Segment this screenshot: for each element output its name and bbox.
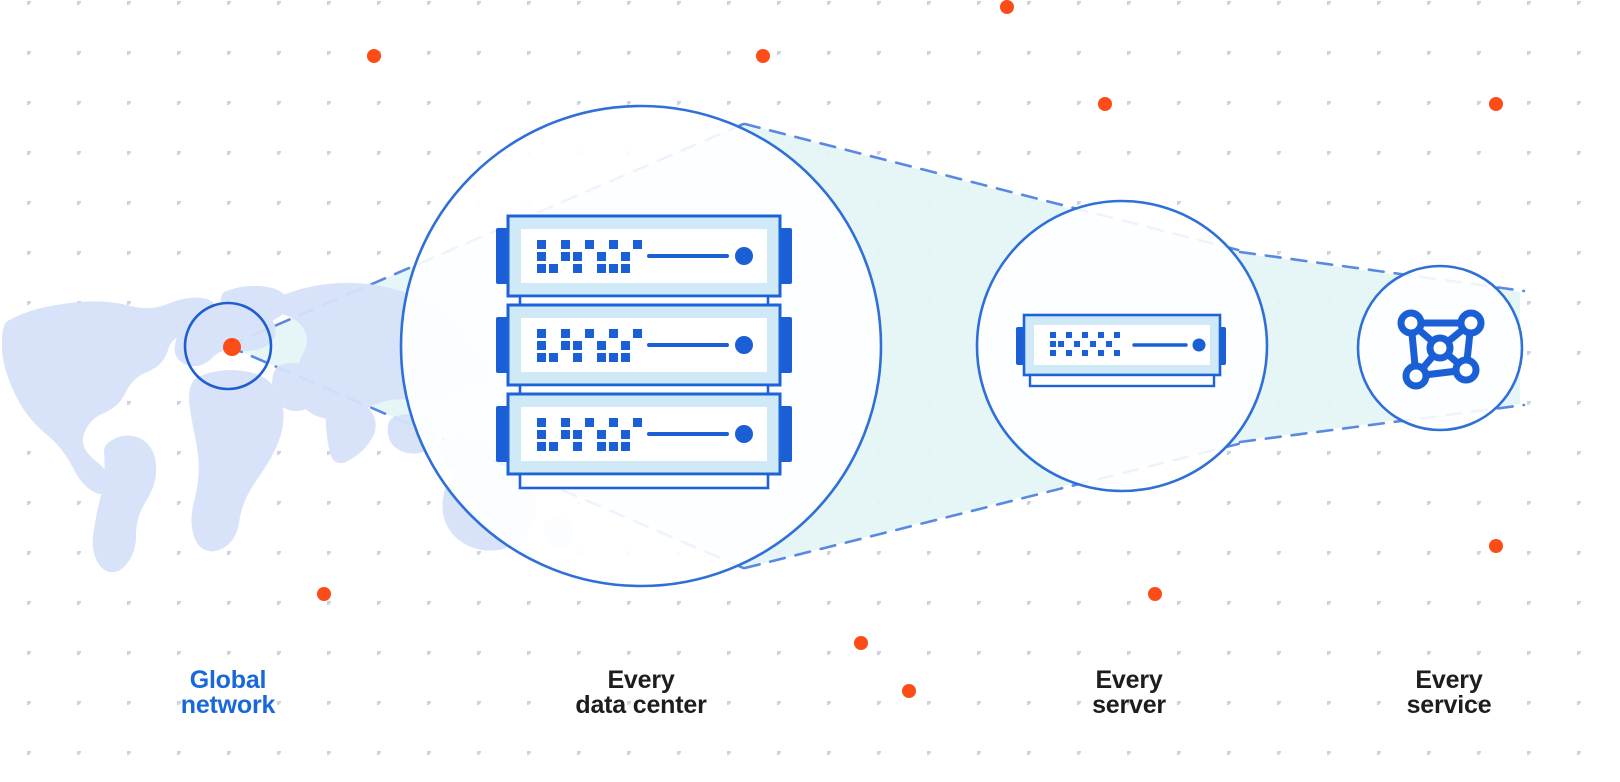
orange-grid-dot bbox=[367, 49, 381, 63]
orange-accent-dots bbox=[317, 0, 1503, 698]
status-dot bbox=[735, 247, 753, 265]
status-dot bbox=[735, 425, 753, 443]
location-pin-dot bbox=[223, 338, 241, 356]
orange-grid-dot bbox=[317, 587, 331, 601]
orange-grid-dot bbox=[902, 684, 916, 698]
orange-grid-dot bbox=[1489, 97, 1503, 111]
server-unit bbox=[496, 303, 792, 401]
status-dot bbox=[1192, 338, 1206, 352]
status-dot bbox=[735, 336, 753, 354]
orange-grid-dot bbox=[1148, 587, 1162, 601]
orange-grid-dot bbox=[1098, 97, 1112, 111]
single-server-icon bbox=[1016, 313, 1226, 388]
server-rack-icon bbox=[496, 214, 792, 490]
orange-grid-dot bbox=[854, 636, 868, 650]
label-global-network: Global network bbox=[180, 666, 276, 719]
label-every-service: Every service bbox=[1406, 666, 1492, 719]
server-unit bbox=[496, 392, 792, 490]
orange-grid-dot bbox=[1000, 0, 1014, 14]
server-unit bbox=[496, 214, 792, 312]
service-network-icon bbox=[1397, 309, 1485, 390]
global-network-highlight[interactable] bbox=[183, 301, 273, 391]
label-every-server: Every server bbox=[1092, 666, 1166, 719]
orange-grid-dot bbox=[756, 49, 770, 63]
label-every-data-center: Every data center bbox=[575, 666, 707, 719]
orange-grid-dot bbox=[1489, 539, 1503, 553]
